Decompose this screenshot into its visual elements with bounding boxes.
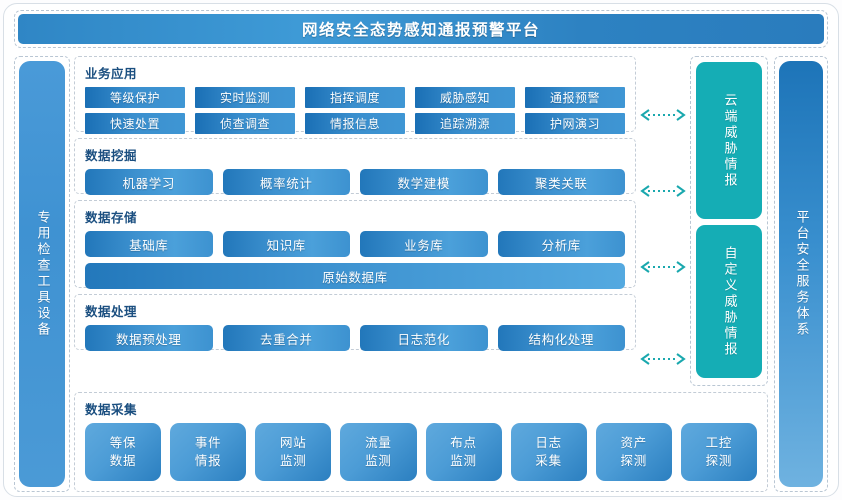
chip-collect-5[interactable]: 布点 监测: [425, 423, 502, 481]
chip-storage-2[interactable]: 知识库: [222, 231, 350, 257]
chip-business-7[interactable]: 侦查调查: [195, 113, 295, 134]
chip-collect-6[interactable]: 日志 采集: [510, 423, 587, 481]
chip-line-1: 等保: [109, 435, 137, 450]
chip-line-2: 监测: [365, 453, 392, 468]
section-title: 数据存储: [85, 210, 138, 225]
section-data-collection: 数据采集 等保 数据 事件 情报 网站 监测 流量 监测 布点 监测: [74, 392, 768, 492]
chip-raw-database[interactable]: 原始数据库: [85, 263, 625, 289]
chip-line-1: 流量: [365, 435, 392, 450]
chip-business-8[interactable]: 情报信息: [305, 113, 405, 134]
chip-mining-4[interactable]: 聚类关联: [497, 169, 625, 195]
center-column: 业务应用 等级保护 实时监测 指挥调度 威胁感知 通报预警 快速处置 侦查调查 …: [74, 56, 636, 386]
connector-column: [638, 56, 688, 386]
chip-storage-1[interactable]: 基础库: [85, 231, 213, 257]
threat-intel-custom[interactable]: 自定义威胁情报: [696, 225, 762, 378]
chip-business-9[interactable]: 追踪溯源: [415, 113, 515, 134]
chip-mining-2[interactable]: 概率统计: [222, 169, 350, 195]
right-sidebar-label: 平台安全服务体系: [779, 61, 823, 487]
chip-collect-7[interactable]: 资产 探测: [595, 423, 672, 481]
page-title: 网络安全态势感知通报预警平台: [18, 14, 824, 44]
threat-intel-frame: 云端威胁情报 自定义威胁情报: [690, 56, 768, 386]
double-arrow-dotted-icon: [640, 109, 686, 121]
chip-line-1: 网站: [280, 435, 307, 450]
chip-line-2: 监测: [280, 453, 307, 468]
chip-business-4[interactable]: 威胁感知: [415, 87, 515, 108]
section-title: 业务应用: [85, 66, 138, 81]
chip-business-3[interactable]: 指挥调度: [305, 87, 405, 108]
chip-line-1: 工控: [705, 435, 733, 450]
section-business-application: 业务应用 等级保护 实时监测 指挥调度 威胁感知 通报预警 快速处置 侦查调查 …: [74, 56, 636, 134]
chip-line-1: 资产: [620, 435, 648, 450]
chip-collect-3[interactable]: 网站 监测: [255, 423, 332, 481]
chip-mining-3[interactable]: 数学建模: [360, 169, 488, 195]
chip-mining-1[interactable]: 机器学习: [85, 169, 213, 195]
connector-arrow-4: [638, 352, 688, 366]
section-data-processing: 数据处理 数据预处理 去重合并 日志范化 结构化处理: [74, 294, 636, 351]
chip-business-10[interactable]: 护网演习: [525, 113, 625, 134]
double-arrow-dotted-icon: [640, 353, 686, 365]
chip-line-2: 探测: [705, 453, 733, 468]
connector-arrow-3: [638, 260, 688, 274]
left-sidebar-label: 专用检查工具设备: [19, 61, 65, 487]
chip-storage-4[interactable]: 分析库: [497, 231, 625, 257]
chip-business-5[interactable]: 通报预警: [525, 87, 625, 108]
section-data-storage: 数据存储 基础库 知识库 业务库 分析库 原始数据库: [74, 200, 636, 289]
chip-line-1: 布点: [450, 435, 477, 450]
chip-row: 等保 数据 事件 情报 网站 监测 流量 监测 布点 监测 日志 采集: [85, 423, 757, 481]
chip-row: 等级保护 实时监测 指挥调度 威胁感知 通报预警: [85, 87, 625, 108]
chip-processing-2[interactable]: 去重合并: [222, 325, 350, 351]
chip-line-2: 探测: [620, 453, 648, 468]
chip-row: 数据预处理 去重合并 日志范化 结构化处理: [85, 325, 625, 351]
chip-business-6[interactable]: 快速处置: [85, 113, 185, 134]
section-title: 数据挖掘: [85, 148, 138, 163]
chip-line-2: 情报: [194, 453, 222, 468]
chip-line-2: 监测: [450, 453, 477, 468]
chip-collect-1[interactable]: 等保 数据: [85, 423, 162, 481]
section-data-mining: 数据挖掘 机器学习 概率统计 数学建模 聚类关联: [74, 138, 636, 195]
connector-arrow-1: [638, 108, 688, 122]
chip-processing-4[interactable]: 结构化处理: [497, 325, 625, 351]
chip-processing-1[interactable]: 数据预处理: [85, 325, 213, 351]
chip-row: 快速处置 侦查调查 情报信息 追踪溯源 护网演习: [85, 113, 625, 134]
chip-row: 机器学习 概率统计 数学建模 聚类关联: [85, 169, 625, 195]
chip-line-2: 数据: [109, 453, 137, 468]
threat-intel-cloud[interactable]: 云端威胁情报: [696, 62, 762, 219]
chip-collect-4[interactable]: 流量 监测: [340, 423, 417, 481]
chip-line-2: 采集: [535, 453, 562, 468]
chip-processing-3[interactable]: 日志范化: [360, 325, 488, 351]
chip-business-2[interactable]: 实时监测: [195, 87, 295, 108]
chip-row: 基础库 知识库 业务库 分析库: [85, 231, 625, 257]
chip-collect-2[interactable]: 事件 情报: [170, 423, 247, 481]
chip-storage-3[interactable]: 业务库: [360, 231, 488, 257]
section-title: 数据采集: [85, 402, 138, 417]
connector-arrow-2: [638, 184, 688, 198]
double-arrow-dotted-icon: [640, 261, 686, 273]
section-title: 数据处理: [85, 304, 138, 319]
right-sidebar-frame: 平台安全服务体系: [774, 56, 828, 492]
double-arrow-dotted-icon: [640, 185, 686, 197]
chip-collect-8[interactable]: 工控 探测: [680, 423, 757, 481]
left-sidebar-frame: 专用检查工具设备: [14, 56, 70, 492]
title-banner-frame: 网络安全态势感知通报预警平台: [14, 10, 828, 48]
chip-line-1: 事件: [194, 435, 222, 450]
chip-business-1[interactable]: 等级保护: [85, 87, 185, 108]
chip-line-1: 日志: [535, 435, 562, 450]
